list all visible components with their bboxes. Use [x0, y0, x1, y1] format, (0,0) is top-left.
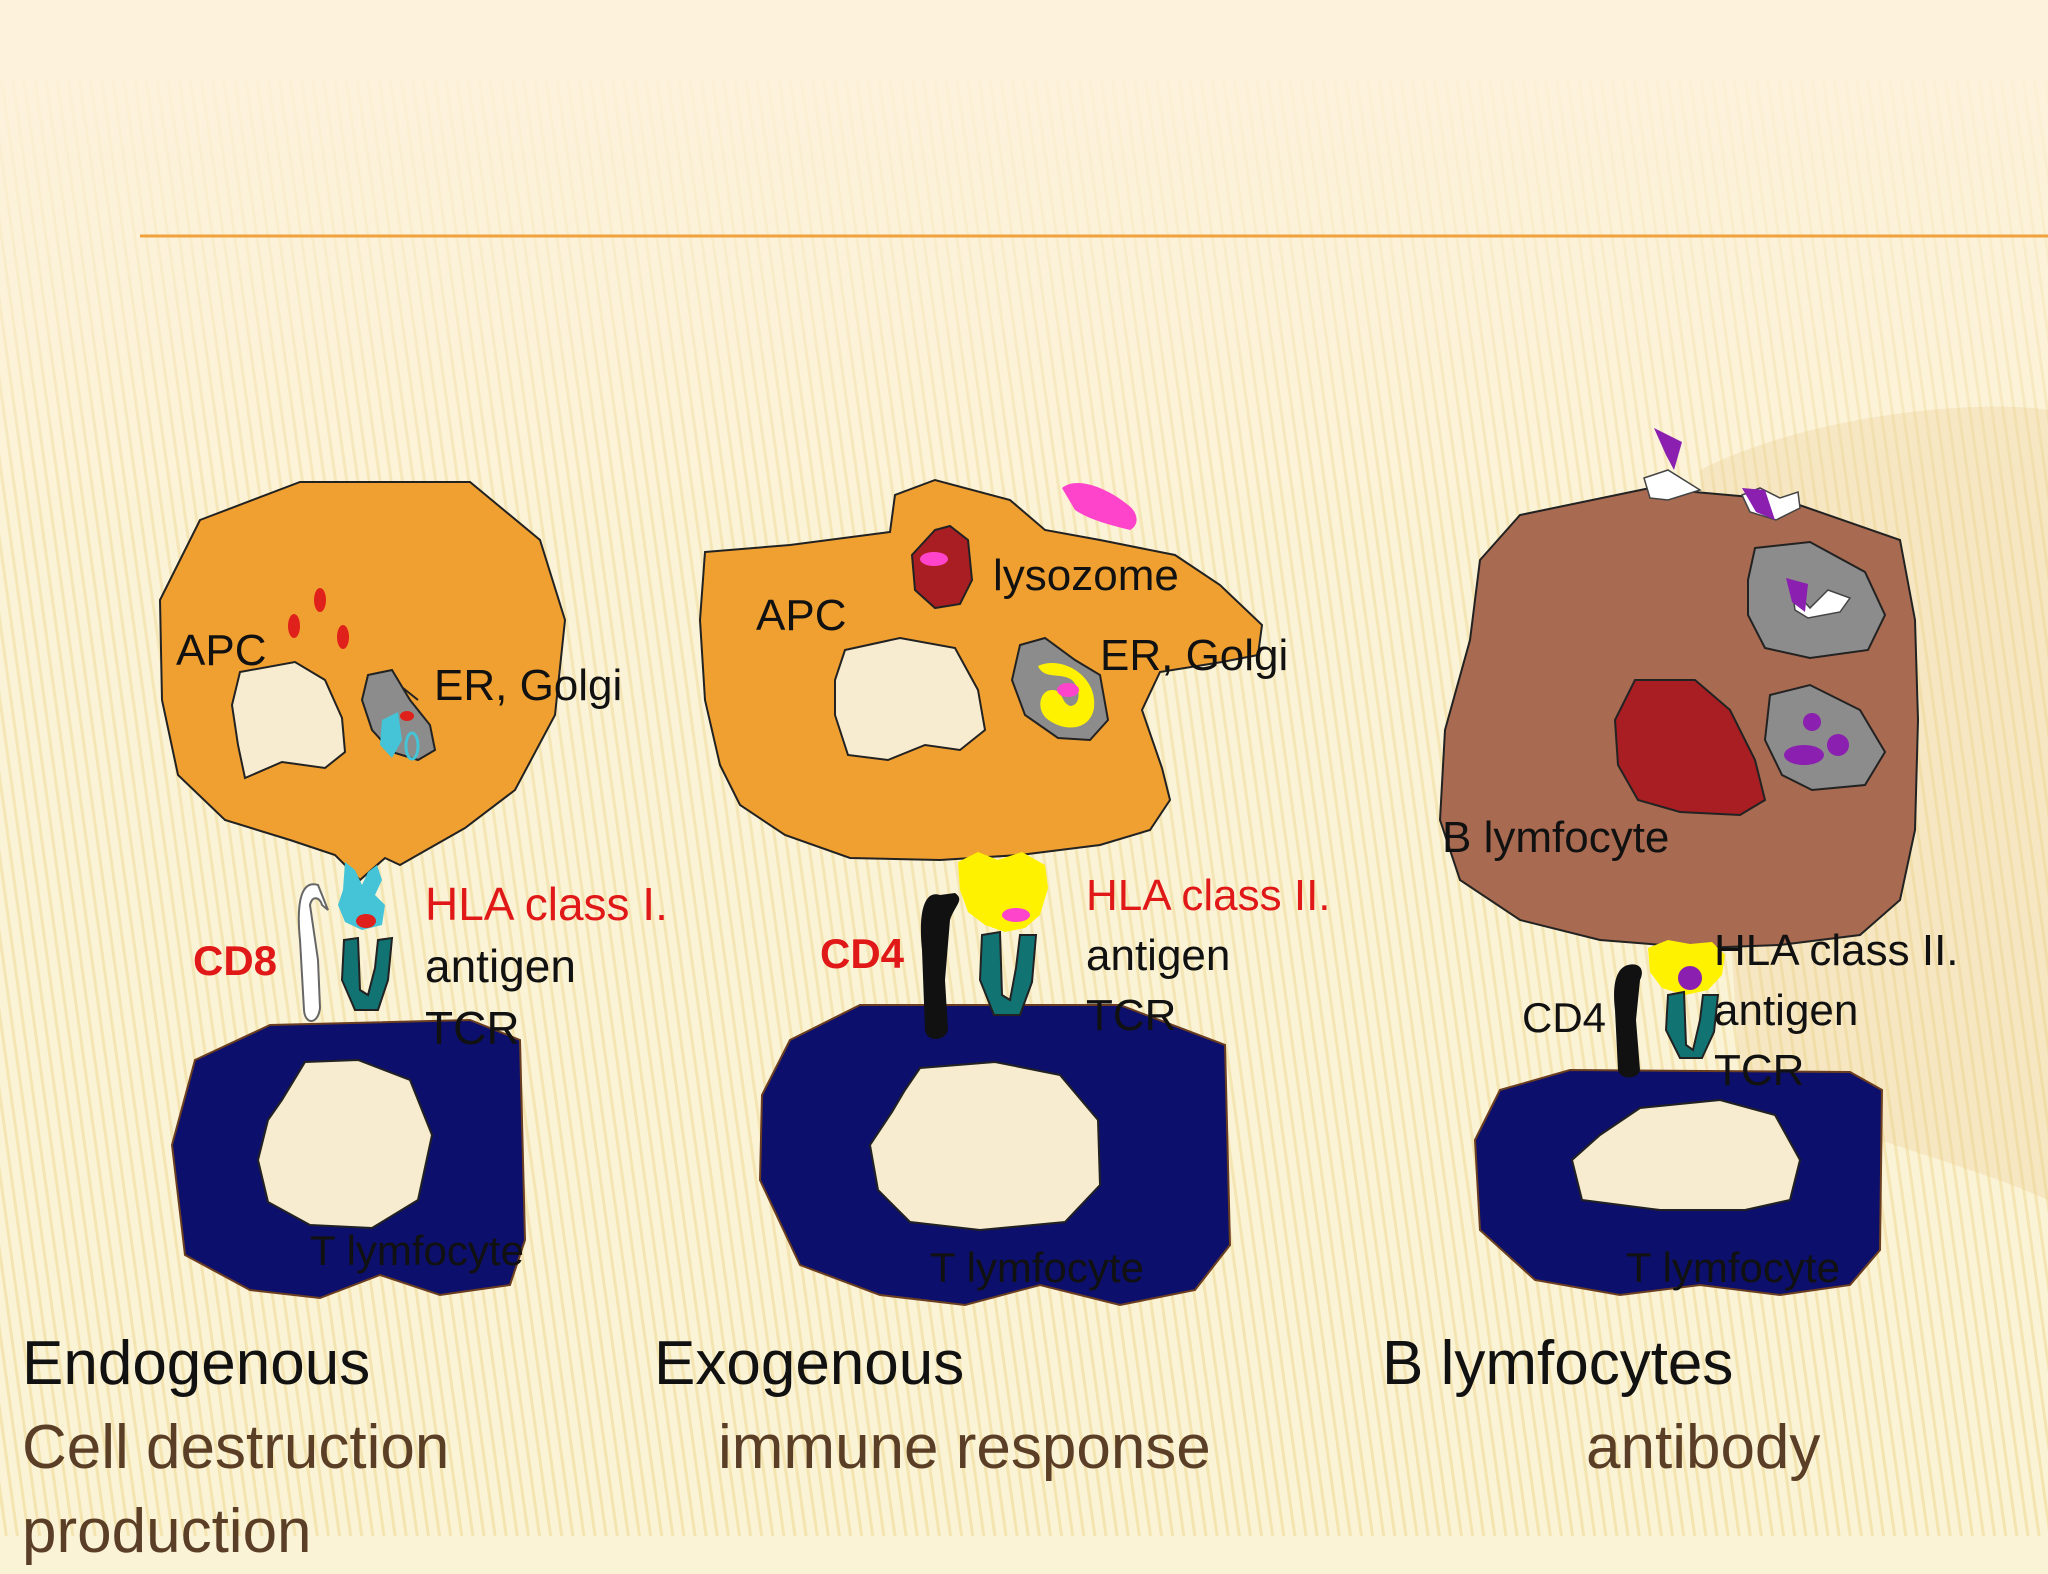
- er-golgi-label: ER, Golgi: [1100, 631, 1288, 680]
- extracellular-antigen: [1062, 483, 1137, 530]
- vesicle-organelle: [1747, 540, 1887, 660]
- antigen-peptide: [288, 614, 300, 638]
- t-lymphocyte-nucleus: [256, 1058, 434, 1230]
- exogenous-panel: APC lysozome ER, Golgi HLA class II. ant…: [698, 478, 1331, 1307]
- b-lymfocytes-caption-title: B lymfocytes: [1382, 1329, 1734, 1398]
- endogenous-panel: APC ER, Golgi HLA class I. antigen TCR C…: [158, 481, 668, 1300]
- antigen-label: antigen: [1714, 986, 1858, 1035]
- extracellular-antigen: [1742, 488, 1775, 520]
- extracellular-antigen: [1654, 428, 1682, 470]
- exogenous-caption-title: Exogenous: [654, 1329, 965, 1398]
- t-lymphocyte-nucleus: [1570, 1098, 1802, 1211]
- tcr-receptor: [1664, 990, 1720, 1059]
- hla-class-label: HLA class II.: [1714, 926, 1959, 975]
- internalized-receptor: [1790, 585, 1852, 619]
- tcr-receptor: [978, 930, 1038, 1016]
- tcr-receptor: [340, 936, 394, 1011]
- surface-receptor: [1643, 469, 1702, 501]
- antigen-label: antigen: [1086, 931, 1230, 980]
- t-lymphocyte-label: T lymfocyte: [310, 1227, 524, 1274]
- antigen-peptide: [356, 914, 376, 928]
- apc-nucleus: [230, 660, 347, 780]
- endogenous-caption-line-1: Cell destruction: [22, 1413, 450, 1482]
- antigen-fragment: [920, 552, 948, 566]
- apc-label: APC: [756, 591, 846, 640]
- cd4-coreceptor: [1614, 964, 1642, 1078]
- b-lymphocyte-nucleus: [1613, 679, 1767, 817]
- er-pointer-line: [402, 687, 419, 701]
- endogenous-caption-line-2: production: [22, 1497, 312, 1566]
- antigen-label: antigen: [425, 940, 576, 992]
- antigen-fragment: [1057, 683, 1079, 697]
- hla-class-2-in-er: [1038, 663, 1095, 728]
- cd8-coreceptor: [297, 883, 329, 1022]
- coreceptor-label: CD8: [193, 937, 277, 984]
- antigen-peptide: [314, 588, 326, 612]
- antigen-peptide: [400, 711, 414, 721]
- cd4-coreceptor: [920, 893, 960, 1039]
- apc-cell: [698, 478, 1264, 862]
- antigen-fragment: [1784, 745, 1824, 765]
- antigen-peptide: [337, 625, 349, 649]
- exogenous-caption-line-1: immune response: [718, 1413, 1211, 1482]
- lysosome-label: lysozome: [993, 551, 1179, 600]
- antigen-fragment: [1803, 713, 1821, 731]
- antigen-fragment: [1678, 966, 1702, 990]
- endogenous-caption-title: Endogenous: [22, 1329, 371, 1398]
- t-lymphocyte-nucleus: [868, 1060, 1102, 1232]
- coreceptor-label: CD4: [820, 930, 905, 977]
- hla-class-1-in-er: [380, 712, 402, 758]
- antigen-fragment: [1002, 908, 1030, 922]
- antigen-fragment: [1827, 734, 1849, 756]
- t-lymphocyte-label: T lymfocyte: [1626, 1244, 1840, 1291]
- apc-nucleus: [834, 636, 987, 762]
- hla-class-label: HLA class II.: [1086, 871, 1331, 920]
- tcr-label: TCR: [1086, 991, 1176, 1040]
- antigen-fragment: [1786, 578, 1808, 612]
- hla-class-1-molecule: [338, 862, 385, 930]
- tcr-label: TCR: [425, 1002, 520, 1054]
- b-lymfocytes-caption-line-1: antibody: [1586, 1413, 1821, 1482]
- b-lymfocytes-panel: B lymfocyte HLA class II. antigen TCR CD…: [1438, 428, 1959, 1297]
- apc-label: APC: [176, 626, 266, 675]
- lysosome-organelle: [910, 524, 974, 610]
- tcr-label: TCR: [1714, 1046, 1804, 1095]
- coreceptor-label: CD4: [1522, 994, 1606, 1041]
- hla-class-label: HLA class I.: [425, 878, 668, 930]
- b-lymphocyte-label: B lymfocyte: [1442, 813, 1669, 862]
- tcr-receptor: [363, 959, 368, 981]
- diagram-canvas: APC ER, Golgi HLA class I. antigen TCR C…: [0, 0, 2048, 1536]
- hla-class-1-in-er: [404, 731, 420, 761]
- t-lymphocyte-label: T lymfocyte: [930, 1244, 1144, 1291]
- er-golgi-label: ER, Golgi: [434, 661, 622, 710]
